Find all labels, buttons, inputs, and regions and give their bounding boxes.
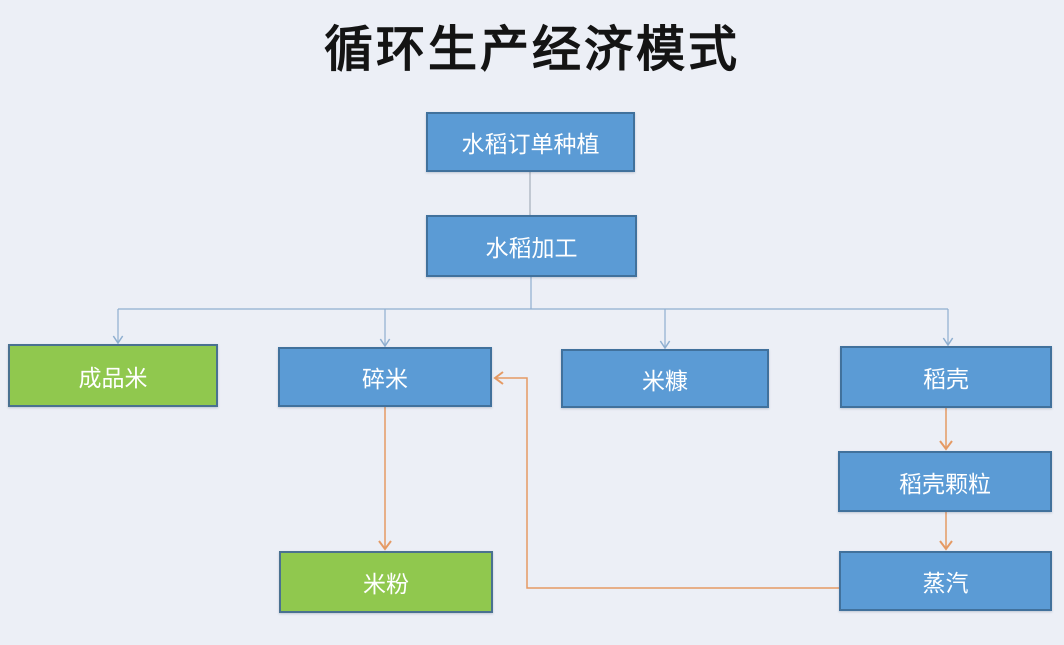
node-rice-husk-label: 稻壳 [923,366,969,392]
node-rice-husk-pellets[interactable]: 稻壳颗粒 [838,451,1052,512]
diagram-title: 循环生产经济模式 [323,23,740,77]
node-rice-noodles-label: 米粉 [363,571,409,597]
node-rice-noodles[interactable]: 米粉 [279,551,493,613]
edge-steam-to-broken-rice [493,371,839,589]
node-rice-husk-pellets-label: 稻壳颗粒 [899,470,991,497]
node-steam-label: 蒸汽 [922,570,969,596]
node-rice-processing-label: 水稻加工 [485,235,578,261]
node-rice-order-planting[interactable]: 水稻订单种植 [426,112,635,172]
node-rice-bran[interactable]: 米糠 [561,349,769,408]
node-rice-processing[interactable]: 水稻加工 [426,215,637,277]
node-finished-rice[interactable]: 成品米 [8,344,218,407]
node-broken-rice[interactable]: 碎米 [278,347,492,407]
node-rice-order-planting-label: 水稻订单种植 [461,131,600,157]
node-steam[interactable]: 蒸汽 [839,551,1052,611]
node-rice-bran-label: 米糠 [642,367,688,394]
node-rice-husk[interactable]: 稻壳 [840,346,1052,408]
node-broken-rice-label: 碎米 [362,366,408,392]
node-finished-rice-label: 成品米 [78,364,148,391]
